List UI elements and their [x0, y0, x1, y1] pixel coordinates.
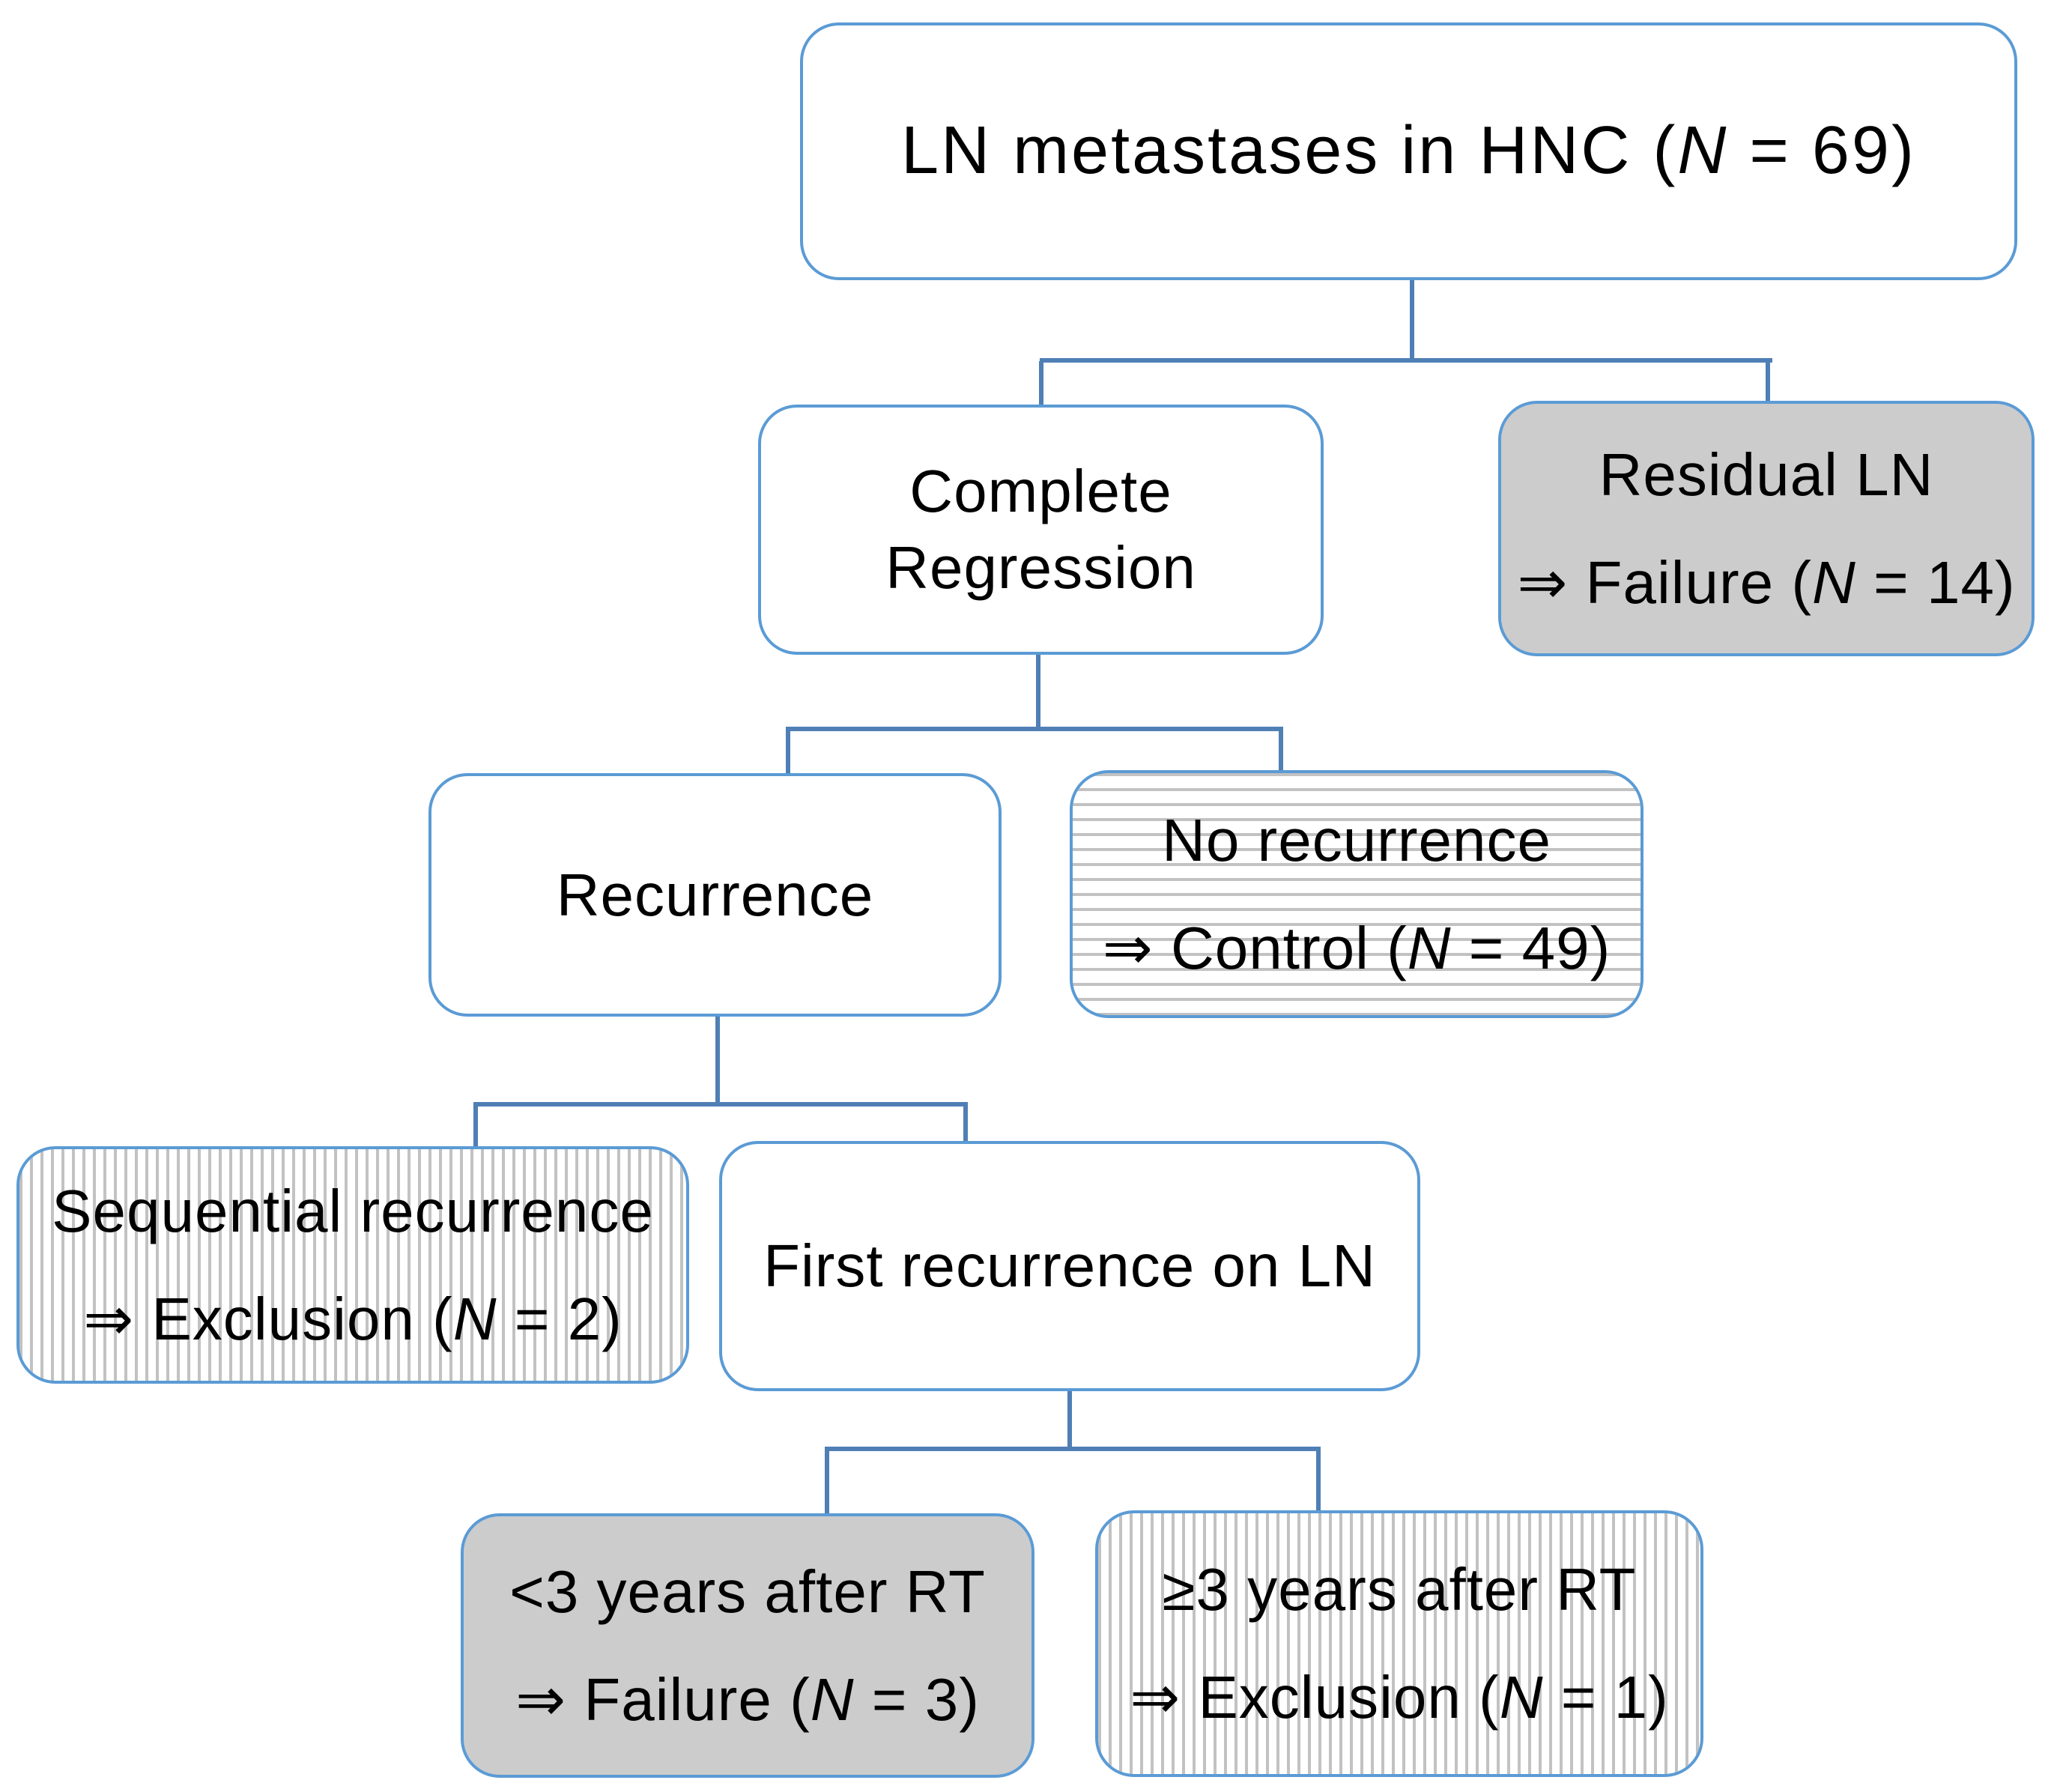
node-complete-regression: Complete Regression	[758, 405, 1324, 655]
connector-row4-left-drop	[473, 1105, 478, 1149]
connector-row4-right-drop	[963, 1105, 968, 1144]
connector-cr-stem	[1036, 653, 1040, 731]
node-ge3-years-line-2: ⇒ Exclusion (N = 1)	[1130, 1664, 1669, 1731]
connector-row2-bar	[1040, 358, 1772, 363]
node-residual-ln-line-1: Residual LN	[1599, 441, 1934, 508]
node-ge3-years-line-1: ≥3 years after RT	[1162, 1556, 1637, 1623]
node-sequential-recurrence: Sequential recurrence ⇒ Exclusion (N = 2…	[16, 1146, 689, 1384]
node-complete-regression-line-1: Complete	[909, 458, 1172, 525]
connector-row2-right-drop	[1766, 361, 1770, 404]
connector-row2-left-drop	[1039, 361, 1043, 408]
connector-root-stem	[1410, 280, 1414, 361]
node-sequential-recurrence-line-1: Sequential recurrence	[52, 1177, 654, 1244]
node-first-recurrence: First recurrence on LN	[719, 1141, 1420, 1391]
node-ge3-years: ≥3 years after RT ⇒ Exclusion (N = 1)	[1095, 1510, 1703, 1777]
node-root-label: LN metastases in HNC (N = 69)	[901, 113, 1916, 189]
connector-fr-stem	[1067, 1390, 1072, 1451]
node-recurrence-label: Recurrence	[556, 861, 874, 928]
node-residual-ln-line-2: ⇒ Failure (N = 14)	[1517, 548, 2016, 616]
connector-rec-stem	[715, 1015, 720, 1107]
connector-row4-bar	[473, 1102, 968, 1107]
node-sequential-recurrence-line-2: ⇒ Exclusion (N = 2)	[83, 1285, 622, 1352]
connector-row5-bar	[825, 1447, 1321, 1451]
node-no-recurrence-line-1: No recurrence	[1162, 806, 1551, 874]
node-lt3-years-line-2: ⇒ Failure (N = 3)	[515, 1665, 980, 1733]
node-root: LN metastases in HNC (N = 69)	[800, 22, 2017, 280]
node-lt3-years: <3 years after RT ⇒ Failure (N = 3)	[461, 1513, 1034, 1778]
connector-row3-left-drop	[786, 730, 790, 776]
node-first-recurrence-label: First recurrence on LN	[763, 1232, 1376, 1300]
connector-row3-right-drop	[1279, 730, 1283, 773]
node-no-recurrence-line-2: ⇒ Control (N = 49)	[1102, 914, 1611, 981]
connector-row5-right-drop	[1316, 1450, 1321, 1513]
node-recurrence: Recurrence	[428, 773, 1002, 1017]
node-no-recurrence: No recurrence ⇒ Control (N = 49)	[1070, 770, 1643, 1018]
node-lt3-years-line-1: <3 years after RT	[509, 1558, 986, 1625]
connector-row3-bar	[786, 727, 1283, 731]
connector-row5-left-drop	[825, 1450, 829, 1516]
node-complete-regression-line-2: Regression	[885, 534, 1196, 601]
node-residual-ln: Residual LN ⇒ Failure (N = 14)	[1498, 401, 2035, 656]
